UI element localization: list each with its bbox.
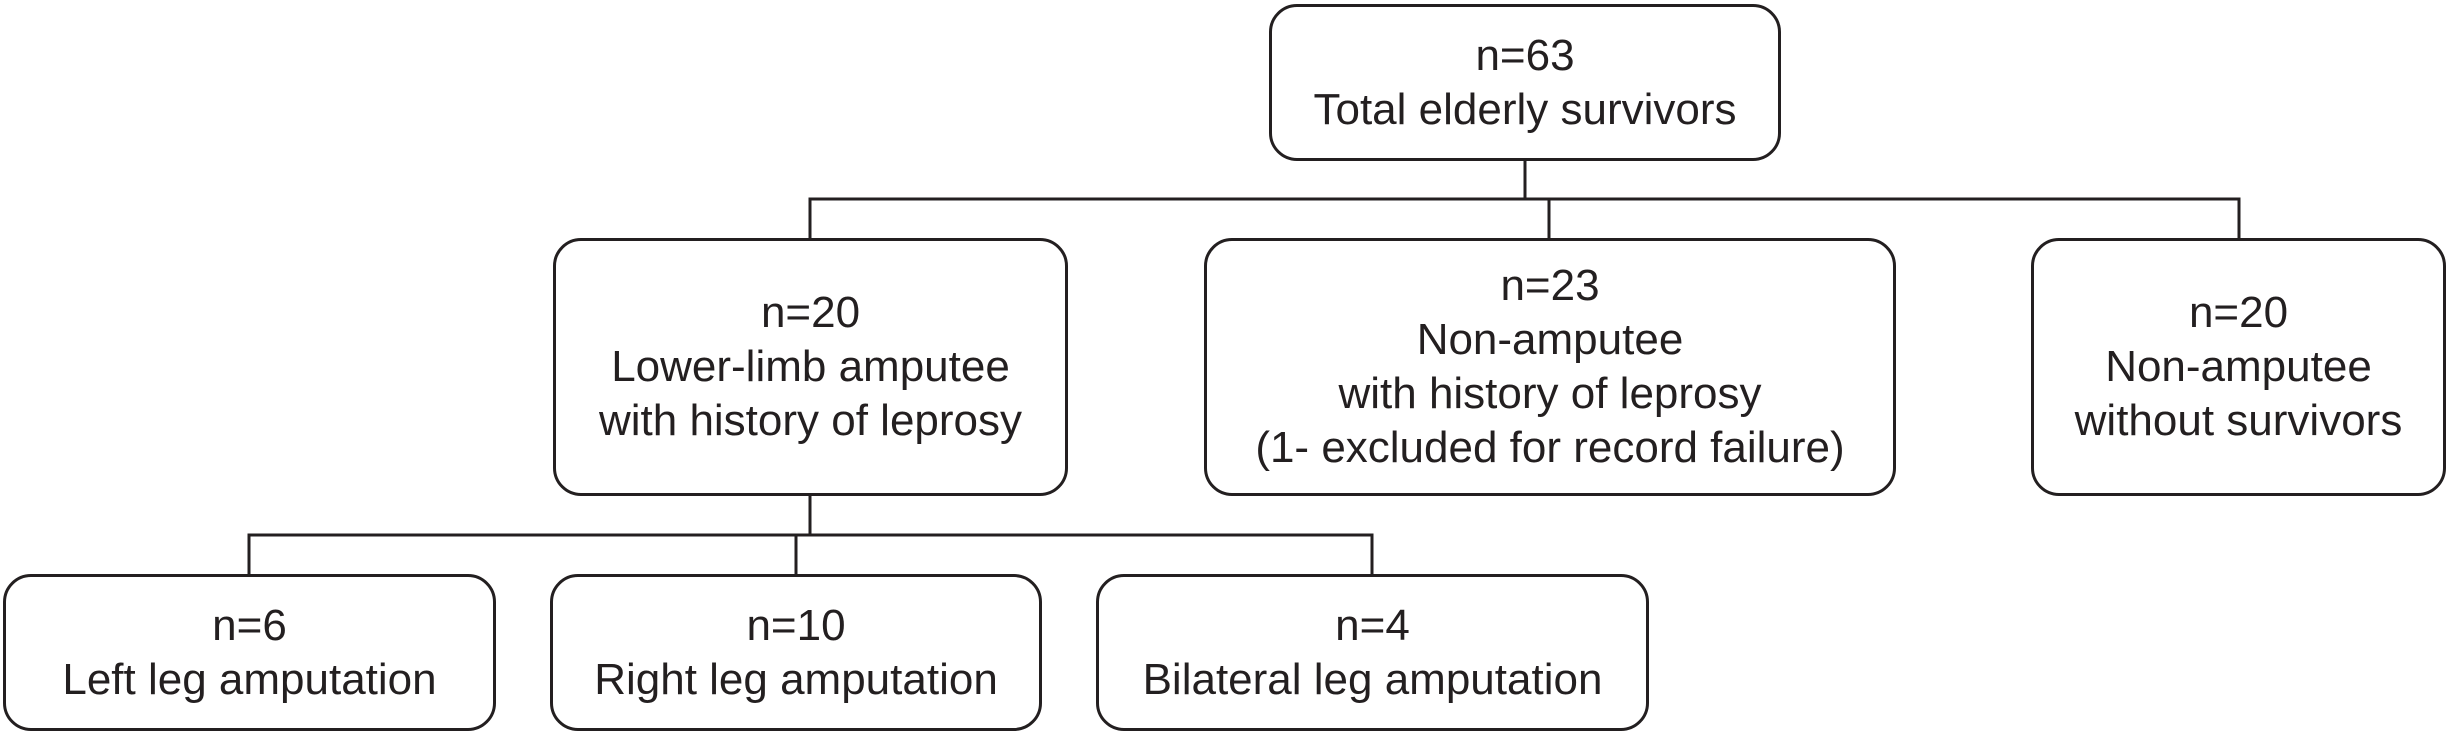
right-leg-label: Right leg amputation — [594, 654, 998, 704]
bilateral-leg-amputation-box: n=4 Bilateral leg amputation — [1096, 574, 1649, 731]
right-leg-count: n=10 — [746, 600, 846, 650]
nonamputee-control-box: n=20 Non-amputee without survivors — [2031, 238, 2446, 496]
amputee-leprosy-box: n=20 Lower-limb amputee with history of … — [553, 238, 1068, 496]
amputee-count: n=20 — [760, 288, 861, 337]
total-label: Total elderly survivors — [1313, 84, 1737, 134]
nonamputee-leprosy-box: n=23 Non-amputee with history of leprosy… — [1204, 238, 1896, 496]
bilateral-label: Bilateral leg amputation — [1142, 654, 1603, 704]
control-label-line2: without survivors — [2074, 396, 2403, 445]
nonamputee-leprosy-label-line1: Non-amputee — [1416, 315, 1684, 364]
nonamputee-leprosy-label-line2: with history of leprosy — [1338, 369, 1762, 418]
nonamputee-leprosy-exclusion-note: (1- excluded for record failure) — [1255, 423, 1845, 472]
left-leg-count: n=6 — [212, 600, 287, 650]
left-leg-amputation-box: n=6 Left leg amputation — [3, 574, 496, 731]
control-count: n=20 — [2188, 288, 2289, 337]
total-count: n=63 — [1475, 30, 1575, 80]
control-label-line1: Non-amputee — [2105, 342, 2372, 391]
total-survivors-box: n=63 Total elderly survivors — [1269, 4, 1781, 161]
nonamputee-leprosy-count: n=23 — [1500, 261, 1600, 310]
left-leg-label: Left leg amputation — [62, 654, 437, 704]
bilateral-count: n=4 — [1335, 600, 1410, 650]
right-leg-amputation-box: n=10 Right leg amputation — [550, 574, 1042, 731]
amputee-label-line2: with history of leprosy — [598, 396, 1023, 445]
amputee-label-line1: Lower-limb amputee — [611, 342, 1010, 391]
